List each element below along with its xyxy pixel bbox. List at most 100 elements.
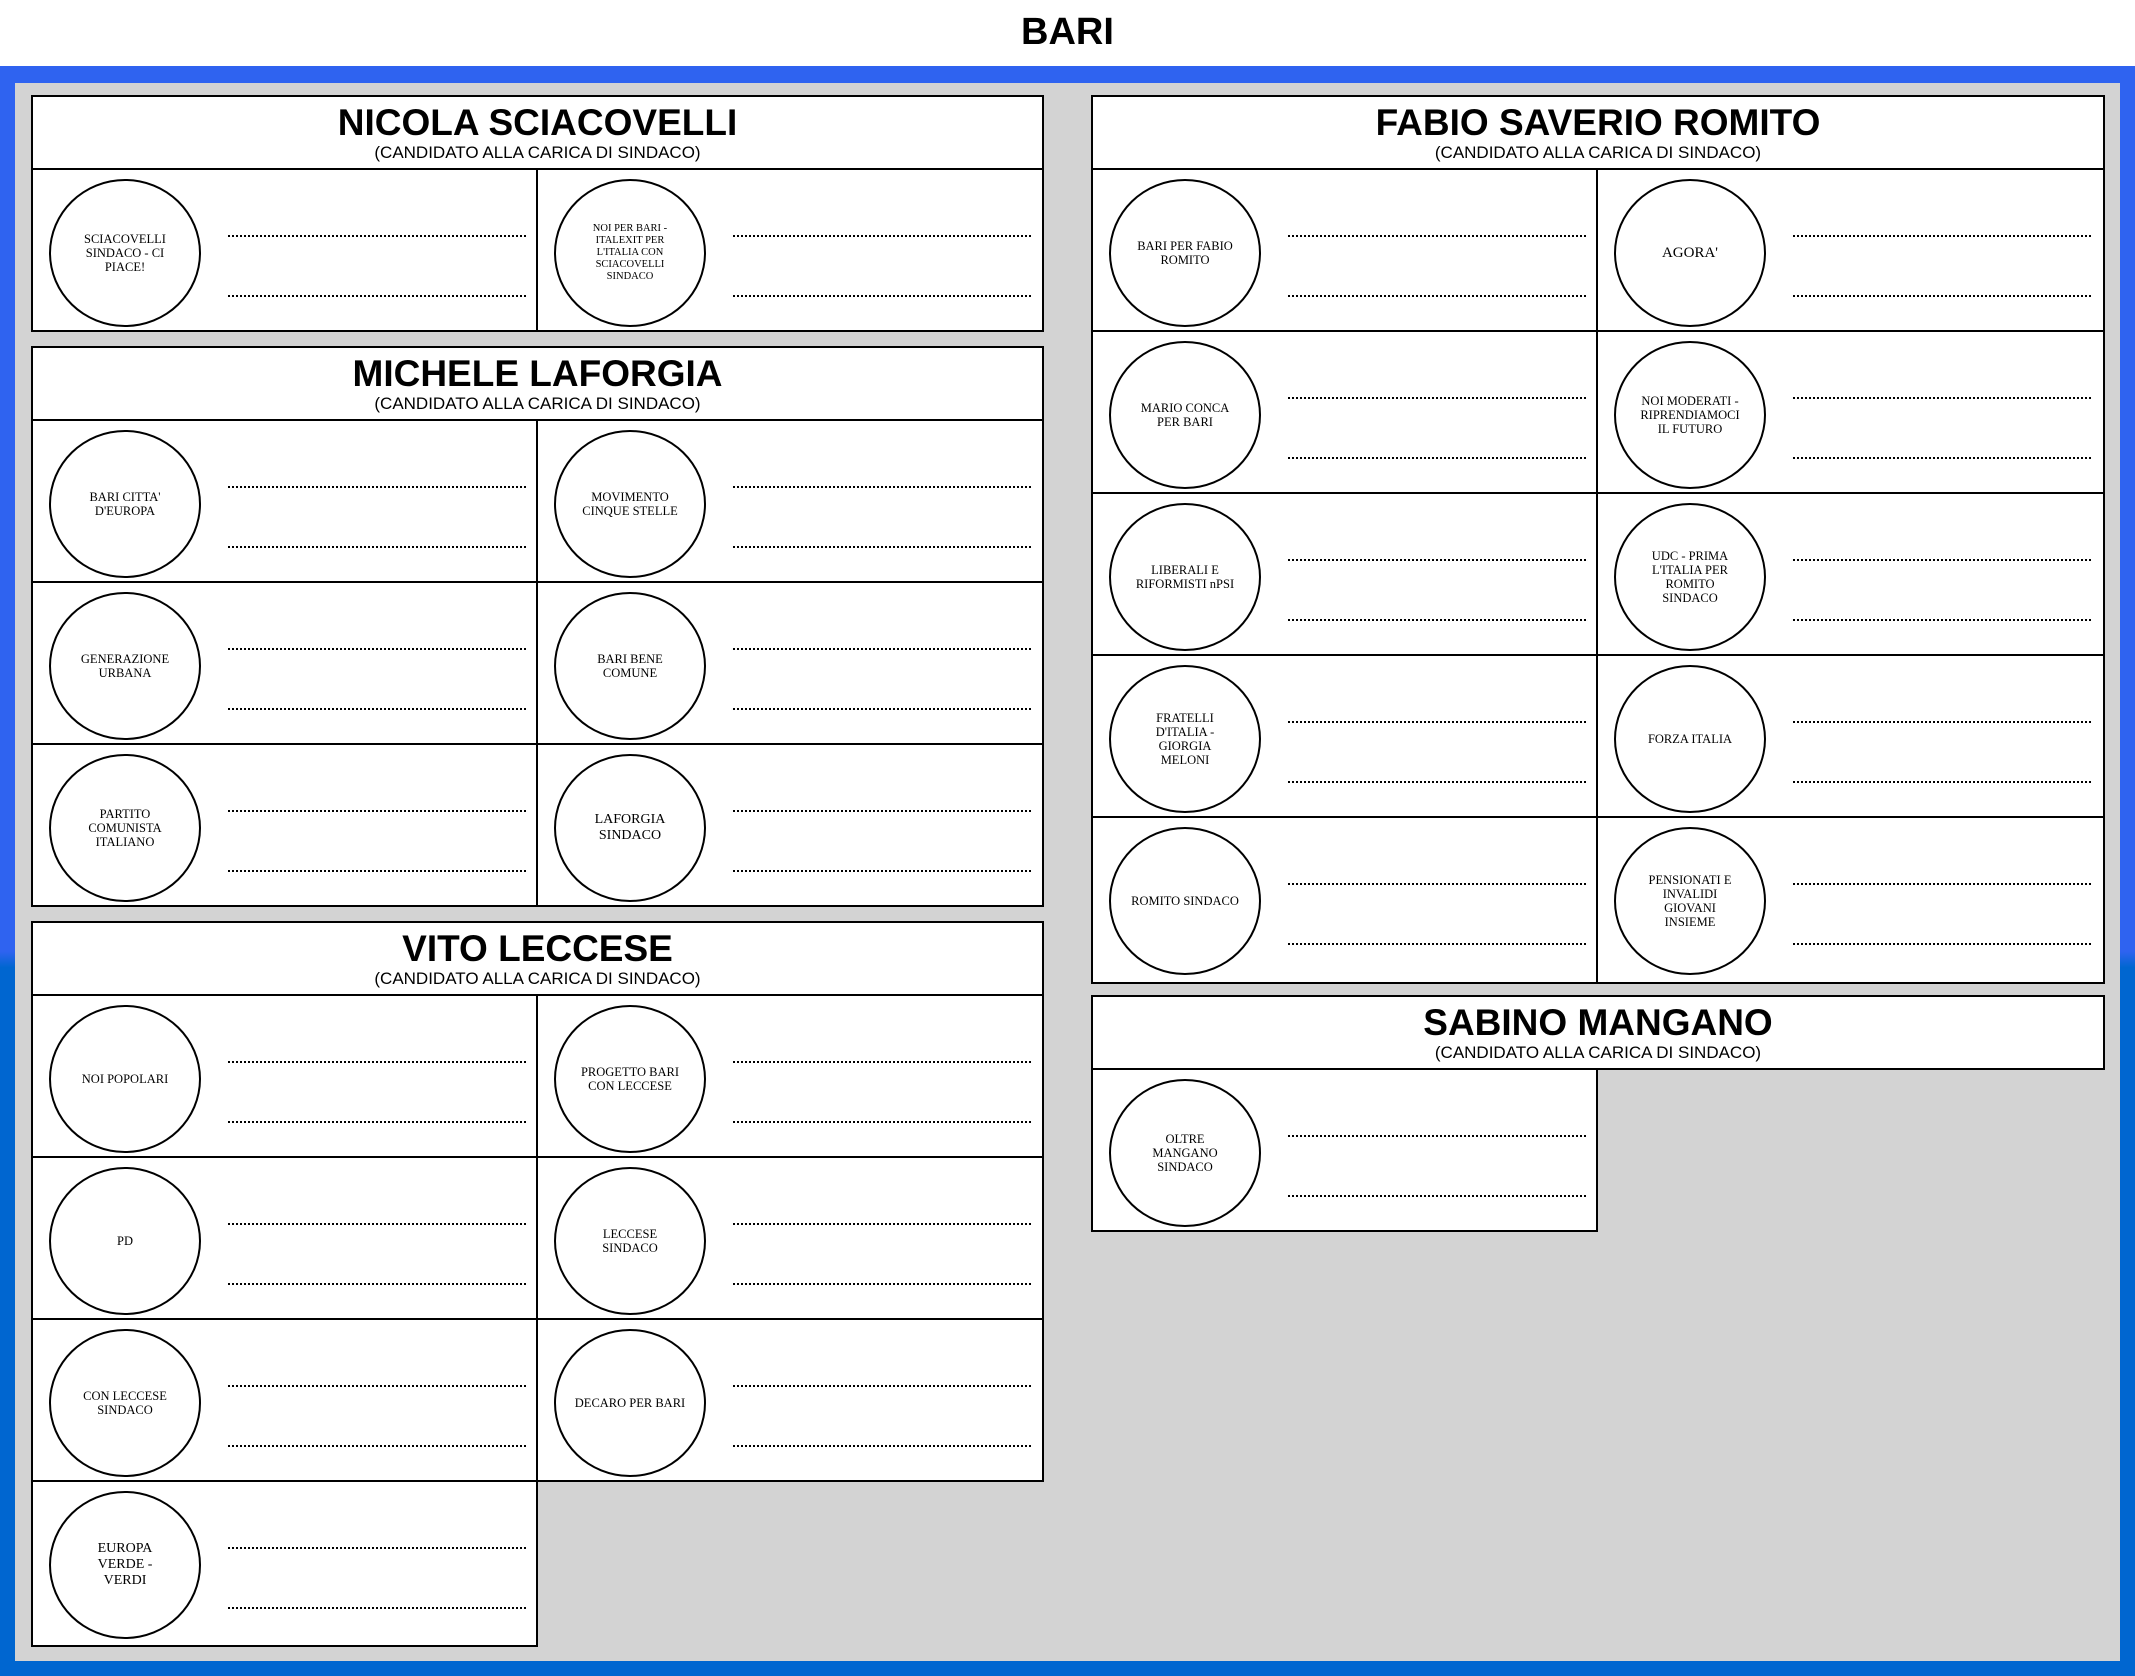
list-symbol[interactable]: UDC - PRIMA L'ITALIA PER ROMITO SINDACO (1614, 503, 1766, 651)
list-symbol[interactable]: BARI PER FABIO ROMITO (1109, 179, 1261, 327)
list-cell: UDC - PRIMA L'ITALIA PER ROMITO SINDACO (1596, 492, 2105, 656)
candidate-subtitle: (CANDIDATO ALLA CARICA DI SINDACO) (374, 143, 701, 162)
candidate-name: VITO LECCESE (402, 928, 673, 969)
list-cell: EUROPA VERDE - VERDI (31, 1480, 538, 1647)
preference-line[interactable] (1288, 721, 1586, 723)
list-symbol[interactable]: PD (49, 1167, 201, 1315)
list-symbol[interactable]: MOVIMENTO CINQUE STELLE (554, 430, 706, 578)
preference-line[interactable] (733, 708, 1031, 710)
preference-line[interactable] (1288, 1195, 1586, 1197)
list-symbol[interactable]: ROMITO SINDACO (1109, 827, 1261, 975)
preference-line[interactable] (228, 295, 526, 297)
preference-line[interactable] (1288, 295, 1586, 297)
preference-line[interactable] (1288, 883, 1586, 885)
preference-line[interactable] (228, 1223, 526, 1225)
preference-line[interactable] (1288, 457, 1586, 459)
preference-line[interactable] (733, 870, 1031, 872)
list-cell: MOVIMENTO CINQUE STELLE (536, 419, 1044, 583)
preference-line[interactable] (733, 486, 1031, 488)
preference-line[interactable] (1793, 397, 2091, 399)
list-symbol[interactable]: MARIO CONCA PER BARI (1109, 341, 1261, 489)
list-symbol[interactable]: GENERAZIONE URBANA (49, 592, 201, 740)
preference-line[interactable] (733, 648, 1031, 650)
list-cell: GENERAZIONE URBANA (31, 581, 538, 745)
list-cell: PARTITO COMUNISTA ITALIANO (31, 743, 538, 907)
preference-line[interactable] (228, 708, 526, 710)
preference-line[interactable] (228, 870, 526, 872)
preference-line[interactable] (228, 1283, 526, 1285)
preference-line[interactable] (1793, 457, 2091, 459)
preference-line[interactable] (1288, 781, 1586, 783)
preference-line[interactable] (733, 1121, 1031, 1123)
candidate-block-laforgia: MICHELE LAFORGIA (CANDIDATO ALLA CARICA … (31, 346, 1044, 909)
preference-line[interactable] (733, 1061, 1031, 1063)
ballot-panel: NICOLA SCIACOVELLI (CANDIDATO ALLA CARIC… (15, 83, 2120, 1661)
list-symbol[interactable]: BARI CITTA' D'EUROPA (49, 430, 201, 578)
preference-line[interactable] (1793, 619, 2091, 621)
preference-line[interactable] (733, 546, 1031, 548)
preference-line[interactable] (228, 648, 526, 650)
list-symbol[interactable]: DECARO PER BARI (554, 1329, 706, 1477)
candidate-block-romito: FABIO SAVERIO ROMITO (CANDIDATO ALLA CAR… (1091, 95, 2105, 984)
preference-line[interactable] (228, 1385, 526, 1387)
preference-line[interactable] (1288, 235, 1586, 237)
preference-line[interactable] (733, 810, 1031, 812)
preference-line[interactable] (1288, 559, 1586, 561)
list-symbol[interactable]: NOI MODERATI - RIPRENDIAMOCI IL FUTURO (1614, 341, 1766, 489)
preference-line[interactable] (1793, 943, 2091, 945)
preference-line[interactable] (228, 810, 526, 812)
list-symbol[interactable]: EUROPA VERDE - VERDI (49, 1491, 201, 1639)
list-cell: BARI CITTA' D'EUROPA (31, 419, 538, 583)
preference-line[interactable] (228, 1607, 526, 1609)
preference-line[interactable] (1793, 721, 2091, 723)
preference-line[interactable] (733, 1385, 1031, 1387)
preference-line[interactable] (733, 1283, 1031, 1285)
preference-line[interactable] (228, 1547, 526, 1549)
list-symbol[interactable]: LECCESE SINDACO (554, 1167, 706, 1315)
candidate-header: NICOLA SCIACOVELLI (CANDIDATO ALLA CARIC… (31, 95, 1044, 170)
list-symbol[interactable]: FORZA ITALIA (1614, 665, 1766, 813)
candidate-subtitle: (CANDIDATO ALLA CARICA DI SINDACO) (1434, 143, 1762, 162)
preference-line[interactable] (1793, 295, 2091, 297)
preference-line[interactable] (228, 1121, 526, 1123)
preference-line[interactable] (733, 295, 1031, 297)
list-symbol[interactable]: AGORA' (1614, 179, 1766, 327)
city-title: BARI (1021, 11, 1114, 53)
candidate-header: SABINO MANGANO (CANDIDATO ALLA CARICA DI… (1091, 995, 2105, 1070)
preference-line[interactable] (228, 546, 526, 548)
candidate-subtitle: (CANDIDATO ALLA CARICA DI SINDACO) (374, 394, 701, 413)
preference-line[interactable] (733, 235, 1031, 237)
list-symbol[interactable]: NOI POPOLARI (49, 1005, 201, 1153)
preference-line[interactable] (1793, 559, 2091, 561)
list-symbol[interactable]: PROGETTO BARI CON LECCESE (554, 1005, 706, 1153)
preference-line[interactable] (733, 1223, 1031, 1225)
list-symbol[interactable]: PARTITO COMUNISTA ITALIANO (49, 754, 201, 902)
preference-line[interactable] (1793, 883, 2091, 885)
list-symbol[interactable]: LAFORGIA SINDACO (554, 754, 706, 902)
list-symbol[interactable]: SCIACOVELLI SINDACO - CI PIACE! (49, 179, 201, 327)
candidate-block-sciacovelli: NICOLA SCIACOVELLI (CANDIDATO ALLA CARIC… (31, 95, 1044, 332)
candidate-block-mangano: SABINO MANGANO (CANDIDATO ALLA CARICA DI… (1091, 995, 2105, 1232)
list-symbol[interactable]: LIBERALI E RIFORMISTI nPSI (1109, 503, 1261, 651)
list-cell: BARI PER FABIO ROMITO (1091, 168, 1598, 332)
list-symbol[interactable]: BARI BENE COMUNE (554, 592, 706, 740)
list-symbol[interactable]: FRATELLI D'ITALIA - GIORGIA MELONI (1109, 665, 1261, 813)
list-symbol[interactable]: CON LECCESE SINDACO (49, 1329, 201, 1477)
preference-line[interactable] (228, 235, 526, 237)
preference-line[interactable] (733, 1445, 1031, 1447)
list-symbol[interactable]: NOI PER BARI - ITALEXIT PER L'ITALIA CON… (554, 179, 706, 327)
preference-line[interactable] (1793, 781, 2091, 783)
preference-line[interactable] (228, 486, 526, 488)
preference-line[interactable] (1288, 943, 1586, 945)
preference-line[interactable] (1288, 1135, 1586, 1137)
preference-line[interactable] (1793, 235, 2091, 237)
list-symbol[interactable]: PENSIONATI E INVALIDI GIOVANI INSIEME (1614, 827, 1766, 975)
list-cell: MARIO CONCA PER BARI (1091, 330, 1598, 494)
preference-line[interactable] (1288, 619, 1586, 621)
preference-line[interactable] (228, 1061, 526, 1063)
list-symbol[interactable]: OLTRE MANGANO SINDACO (1109, 1079, 1261, 1227)
list-cell: PD (31, 1156, 538, 1320)
list-cell: LECCESE SINDACO (536, 1156, 1044, 1320)
preference-line[interactable] (228, 1445, 526, 1447)
preference-line[interactable] (1288, 397, 1586, 399)
